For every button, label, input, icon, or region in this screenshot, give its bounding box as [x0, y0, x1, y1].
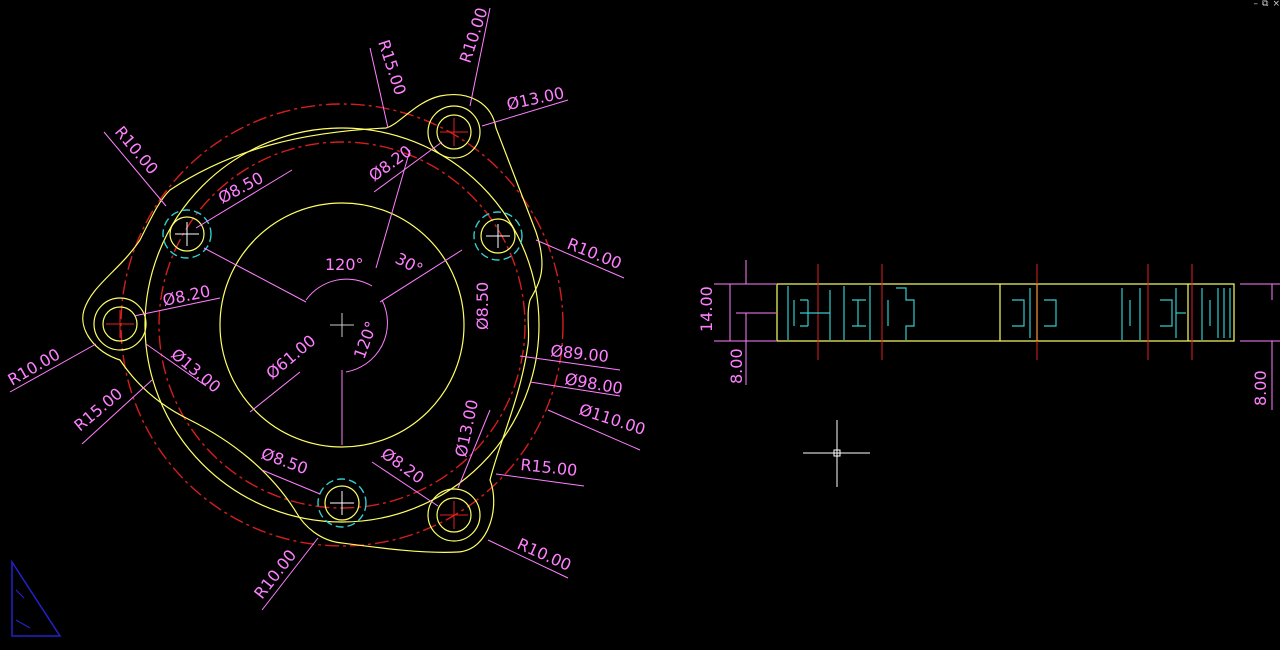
dim-d98[interactable]: Ø98.00 — [563, 369, 624, 398]
dim-r15-bottom[interactable]: R15.00 — [520, 455, 579, 480]
crosshair-cursor — [803, 420, 870, 487]
dim-d820-left[interactable]: Ø8.20 — [161, 281, 212, 310]
dim-d13-top[interactable]: Ø13.00 — [505, 83, 566, 114]
dim-d820-bottom[interactable]: Ø8.20 — [378, 444, 428, 488]
dim-r10-upper-left[interactable]: R10.00 — [111, 122, 162, 178]
thread-hole-right[interactable] — [473, 211, 523, 261]
dim-r10-bottom-left[interactable]: R10.00 — [250, 546, 300, 603]
minimize-icon[interactable]: – — [1253, 0, 1259, 9]
dimension-lines — [9, 7, 641, 611]
side-centerlines — [817, 264, 1193, 360]
bolt-circle-110 — [120, 103, 564, 547]
dim-r10-top[interactable]: R10.00 — [456, 5, 492, 65]
flange-circle-89 — [144, 127, 540, 523]
thread-hole-bottom[interactable] — [317, 478, 367, 528]
side-dimension-lines — [714, 260, 1280, 410]
dim-side-8-left[interactable]: 8.00 — [727, 348, 746, 384]
side-hidden-lines — [787, 286, 1231, 340]
dim-d61[interactable]: Ø61.00 — [262, 331, 319, 383]
outer-profile — [82, 94, 543, 553]
window-controls: – ⧉ × — [1254, 0, 1280, 10]
close-icon[interactable]: × — [1272, 0, 1280, 9]
dim-d110[interactable]: Ø110.00 — [577, 400, 648, 439]
bore-circle-61 — [219, 202, 465, 448]
side-view[interactable]: 14.00 8.00 8.00 — [697, 260, 1280, 410]
restore-icon[interactable]: ⧉ — [1262, 0, 1269, 9]
dim-side-8-right[interactable]: 8.00 — [1251, 370, 1270, 406]
hole-top[interactable] — [427, 105, 481, 159]
hole-left[interactable] — [93, 297, 147, 351]
dim-r10-right[interactable]: R10.00 — [565, 234, 625, 273]
thread-hole-upper-left[interactable] — [162, 209, 212, 259]
dim-r15-left[interactable]: R15.00 — [70, 384, 126, 435]
dim-d13-left[interactable]: Ø13.00 — [167, 345, 224, 397]
side-outline — [776, 283, 1235, 342]
dim-d850-right[interactable]: Ø8.50 — [473, 282, 492, 330]
dim-angle-30[interactable]: 30° — [392, 249, 426, 279]
dim-r10-bottom-right[interactable]: R10.00 — [514, 534, 574, 575]
dim-d89[interactable]: Ø89.00 — [550, 341, 610, 366]
dim-d850-bottom[interactable]: Ø8.50 — [259, 444, 311, 478]
dim-d13-bottom[interactable]: Ø13.00 — [451, 398, 482, 459]
ucs-icon — [11, 559, 62, 637]
dim-side-14[interactable]: 14.00 — [697, 286, 716, 332]
front-view[interactable]: R10.00 R15.00 Ø13.00 R10.00 Ø8.50 Ø8.20 … — [5, 5, 648, 611]
hole-bottom-right[interactable] — [427, 488, 481, 542]
dim-d850-upper-left[interactable]: Ø8.50 — [215, 168, 266, 207]
dim-angle-120-a[interactable]: 120° — [325, 255, 364, 274]
